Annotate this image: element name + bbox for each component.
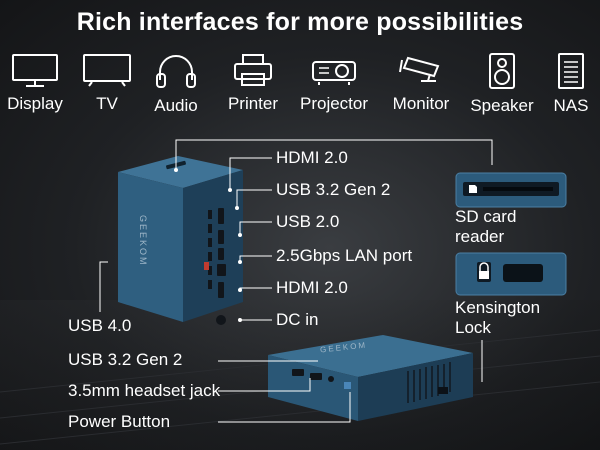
device-label: Printer [227,94,279,113]
device-printer: Printer [220,52,286,114]
label-usb32-front: USB 3.2 Gen 2 [68,350,183,369]
label-power-button: Power Button [68,412,171,431]
label-usb20: USB 2.0 [276,212,340,231]
security-camera-icon [399,56,440,82]
label-lock-line1: Kensington [455,298,541,317]
label-sd-line2: reader [455,227,505,246]
label-headset-jack: 3.5mm headset jack [68,381,221,400]
label-sd-line1: SD card [455,207,517,226]
label-lan-port: 2.5Gbps LAN port [276,246,413,265]
headphones-icon [156,55,196,88]
device-label: Projector [299,94,369,113]
label-usb4: USB 4.0 [68,316,132,335]
device-display: Display [2,52,68,114]
label-dc-in: DC in [276,310,319,329]
printer-icon [234,54,272,86]
device-nas: NAS [546,52,596,116]
mini-pc-rear-view [118,156,243,325]
device-tv: TV [82,52,132,114]
device-label: NAS [553,96,589,115]
label-hdmi-bottom: HDMI 2.0 [276,278,348,297]
device-monitor: Monitor [384,52,458,114]
label-hdmi-top: HDMI 2.0 [276,148,348,167]
sd-card-reader-closeup [455,172,567,208]
device-label: Speaker [470,96,534,115]
projector-icon [312,61,356,85]
speaker-icon [489,53,515,89]
device-audio: Audio [146,52,206,116]
device-speaker: Speaker [464,52,540,116]
monitor-icon [12,54,58,87]
mini-pc-front-view [268,335,473,421]
device-label: Monitor [392,94,450,113]
device-projector: Projector [292,52,376,114]
headline: Rich interfaces for more possibilities [76,8,524,36]
tv-icon [83,54,131,87]
nas-icon [558,53,584,89]
device-label: Audio [154,96,198,115]
device-label: TV [96,94,118,113]
kensington-lock-closeup [455,252,567,296]
label-usb32-rear: USB 3.2 Gen 2 [276,180,391,199]
label-lock-line2: Lock [455,318,491,337]
device-icon-row: Display TV Audio Printer [0,52,600,124]
device-label: Display [7,94,63,113]
